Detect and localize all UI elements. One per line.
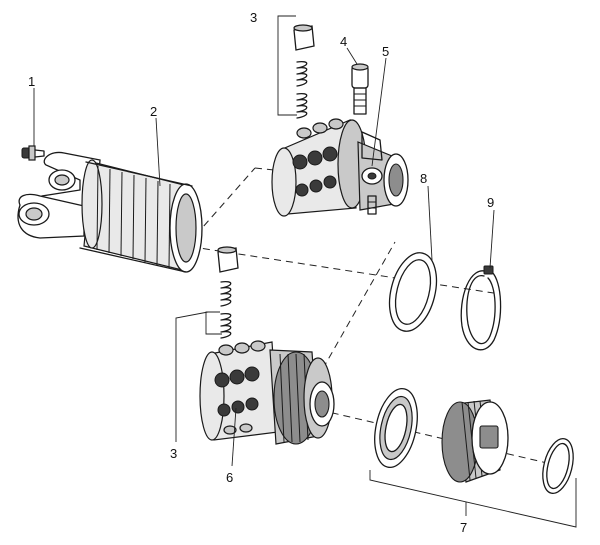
callout-6: 6 bbox=[226, 470, 233, 485]
callout-leaders bbox=[33, 47, 495, 516]
callout-8: 8 bbox=[420, 171, 427, 186]
part-1-grease-nipple bbox=[21, 145, 45, 161]
part-7-thrust-ring bbox=[374, 388, 418, 468]
callout-2: 2 bbox=[150, 104, 157, 119]
callout-7: 7 bbox=[460, 520, 467, 535]
callout-9: 9 bbox=[487, 195, 494, 210]
callout-4: 4 bbox=[340, 34, 347, 49]
upper-clutch-hub bbox=[271, 118, 409, 217]
part-7-clutch-pack-group bbox=[369, 388, 577, 528]
part-7-clutch-disc bbox=[441, 399, 509, 483]
part-3-bottom-pin-and-spring bbox=[205, 246, 239, 339]
spring-top bbox=[296, 60, 308, 119]
callout-3-bottom: 3 bbox=[170, 446, 177, 461]
part-9-circlip bbox=[460, 265, 502, 351]
part-3-top-pin-and-spring bbox=[277, 15, 315, 119]
part-2-yoke bbox=[17, 151, 203, 273]
yoke-ribs bbox=[96, 165, 171, 269]
callout-5: 5 bbox=[382, 44, 389, 59]
spring-bottom bbox=[220, 280, 232, 339]
callout-3-top: 3 bbox=[250, 10, 257, 25]
part-7-circlip bbox=[542, 437, 574, 495]
part-4-pin bbox=[351, 63, 369, 115]
part-6-lower-clutch-hub bbox=[199, 340, 335, 445]
callout-labels: 1 2 3 4 5 8 9 3 6 7 bbox=[28, 10, 494, 535]
part-8-ring bbox=[388, 252, 438, 332]
callout-1: 1 bbox=[28, 74, 35, 89]
